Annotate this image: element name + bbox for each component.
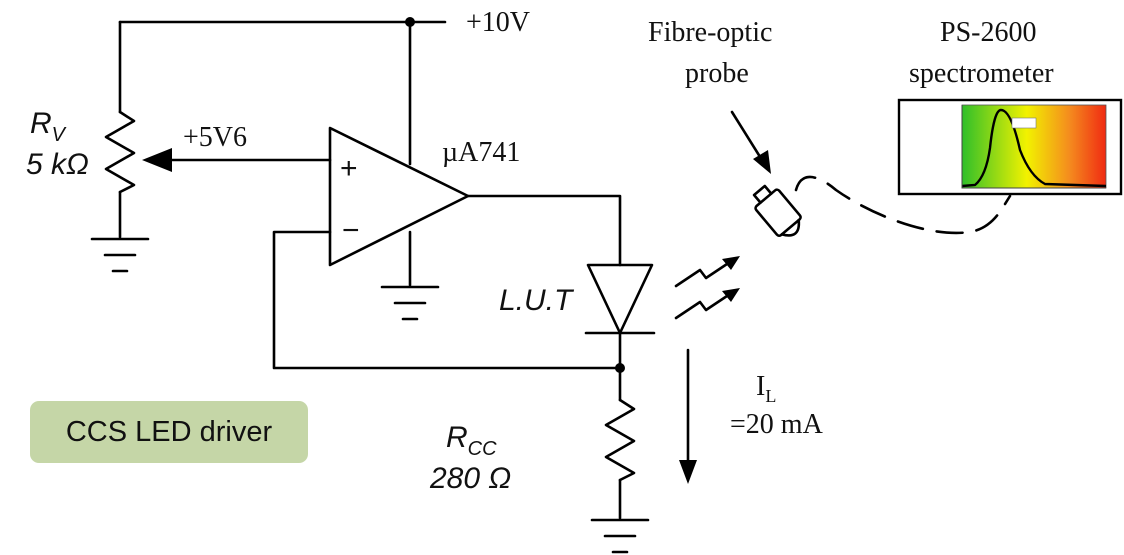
spectrum-legend-box	[1011, 117, 1037, 129]
spectrum-curve	[961, 108, 1107, 188]
rv-resistor	[104, 110, 136, 194]
probe-pointer-icon	[753, 150, 771, 174]
feedback-wire	[272, 230, 622, 370]
lut-label: L.U.T	[499, 284, 575, 317]
rcc-ground-icon	[590, 518, 650, 554]
current-arrow-icon	[679, 460, 697, 484]
wiper-voltage-label: +5V6	[183, 122, 247, 153]
rcc-resistor	[604, 398, 636, 482]
spectrum-axis	[961, 105, 1106, 189]
probe-icon	[752, 184, 802, 237]
probe-label-line2: probe	[685, 58, 749, 89]
output-wire	[466, 194, 622, 267]
feedback-junction	[615, 363, 625, 373]
rv-value-label: 5 kΩ	[26, 148, 89, 181]
spectrometer-label-line2: spectrometer	[909, 58, 1054, 89]
ccs-led-driver-badge: CCS LED driver	[30, 401, 308, 463]
rcc-label: RCC	[446, 421, 497, 460]
rcc-value-label: 280 Ω	[429, 462, 511, 495]
rv-ground-icon	[90, 237, 150, 273]
opamp-ground-icon	[380, 285, 440, 321]
current-label: IL	[756, 371, 776, 406]
probe-label-line1: Fibre-optic	[648, 17, 772, 48]
spectrometer-label-line1: PS-2600	[940, 17, 1036, 48]
fibre-cable	[794, 175, 1012, 235]
opamp-minus-sign: −	[342, 214, 360, 247]
current-value-label: =20 mA	[730, 409, 824, 440]
light-emission-icon	[674, 256, 740, 320]
led-icon	[584, 263, 656, 335]
opamp-symbol	[328, 126, 470, 267]
probe-pointer-line	[730, 110, 764, 162]
opamp-plus-sign: +	[340, 152, 358, 185]
opamp-label: µA741	[442, 137, 520, 168]
supply-label: +10V	[466, 7, 530, 38]
wiper-arrow-icon	[142, 148, 172, 172]
rv-label: RV	[30, 107, 67, 146]
